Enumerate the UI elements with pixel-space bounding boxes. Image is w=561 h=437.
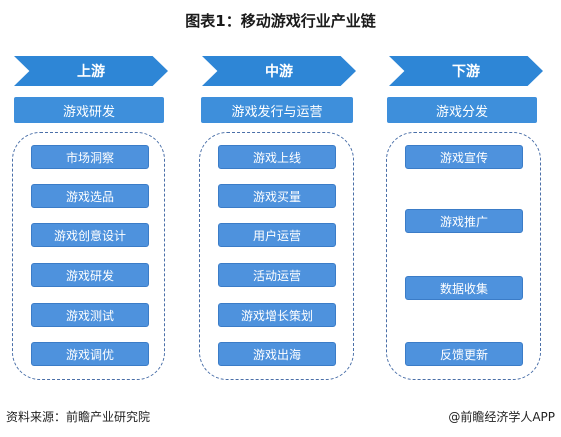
source-note: 资料来源：前瞻产业研究院 [6,410,151,424]
upstream-item: 市场洞察 [31,145,149,169]
diagram-title: 图表1：移动游戏行业产业链 [185,12,376,30]
midstream-item: 用户运营 [218,223,336,247]
midstream-item: 游戏上线 [218,145,336,169]
downstream-item: 反馈更新 [405,342,523,366]
stage-panel-midstream: 游戏上线 游戏买量 用户运营 活动运营 游戏增长策划 游戏出海 [199,132,354,380]
downstream-item: 游戏宣传 [405,145,523,169]
brand-credit: @前瞻经济学人APP [448,410,555,424]
stage-panel-downstream: 游戏宣传 游戏推广 数据收集 反馈更新 [386,132,541,380]
upstream-item: 游戏调优 [31,342,149,366]
midstream-item: 游戏增长策划 [218,303,336,327]
upstream-item: 游戏创意设计 [31,223,149,247]
upstream-item: 游戏研发 [31,263,149,287]
midstream-item: 活动运营 [218,263,336,287]
stage-panel-upstream: 市场洞察 游戏选品 游戏创意设计 游戏研发 游戏测试 游戏调优 [12,132,165,380]
stage-header-midstream: 中游 [202,56,356,86]
midstream-item: 游戏买量 [218,184,336,208]
stage-header-downstream: 下游 [389,56,543,86]
stage-category-downstream: 游戏分发 [387,97,537,123]
stage-header-upstream: 上游 [14,56,168,86]
upstream-item: 游戏选品 [31,184,149,208]
downstream-item: 数据收集 [405,276,523,300]
downstream-item: 游戏推广 [405,209,523,233]
stage-category-midstream: 游戏发行与运营 [201,97,353,123]
midstream-item: 游戏出海 [218,342,336,366]
stage-category-upstream: 游戏研发 [14,97,164,123]
upstream-item: 游戏测试 [31,303,149,327]
